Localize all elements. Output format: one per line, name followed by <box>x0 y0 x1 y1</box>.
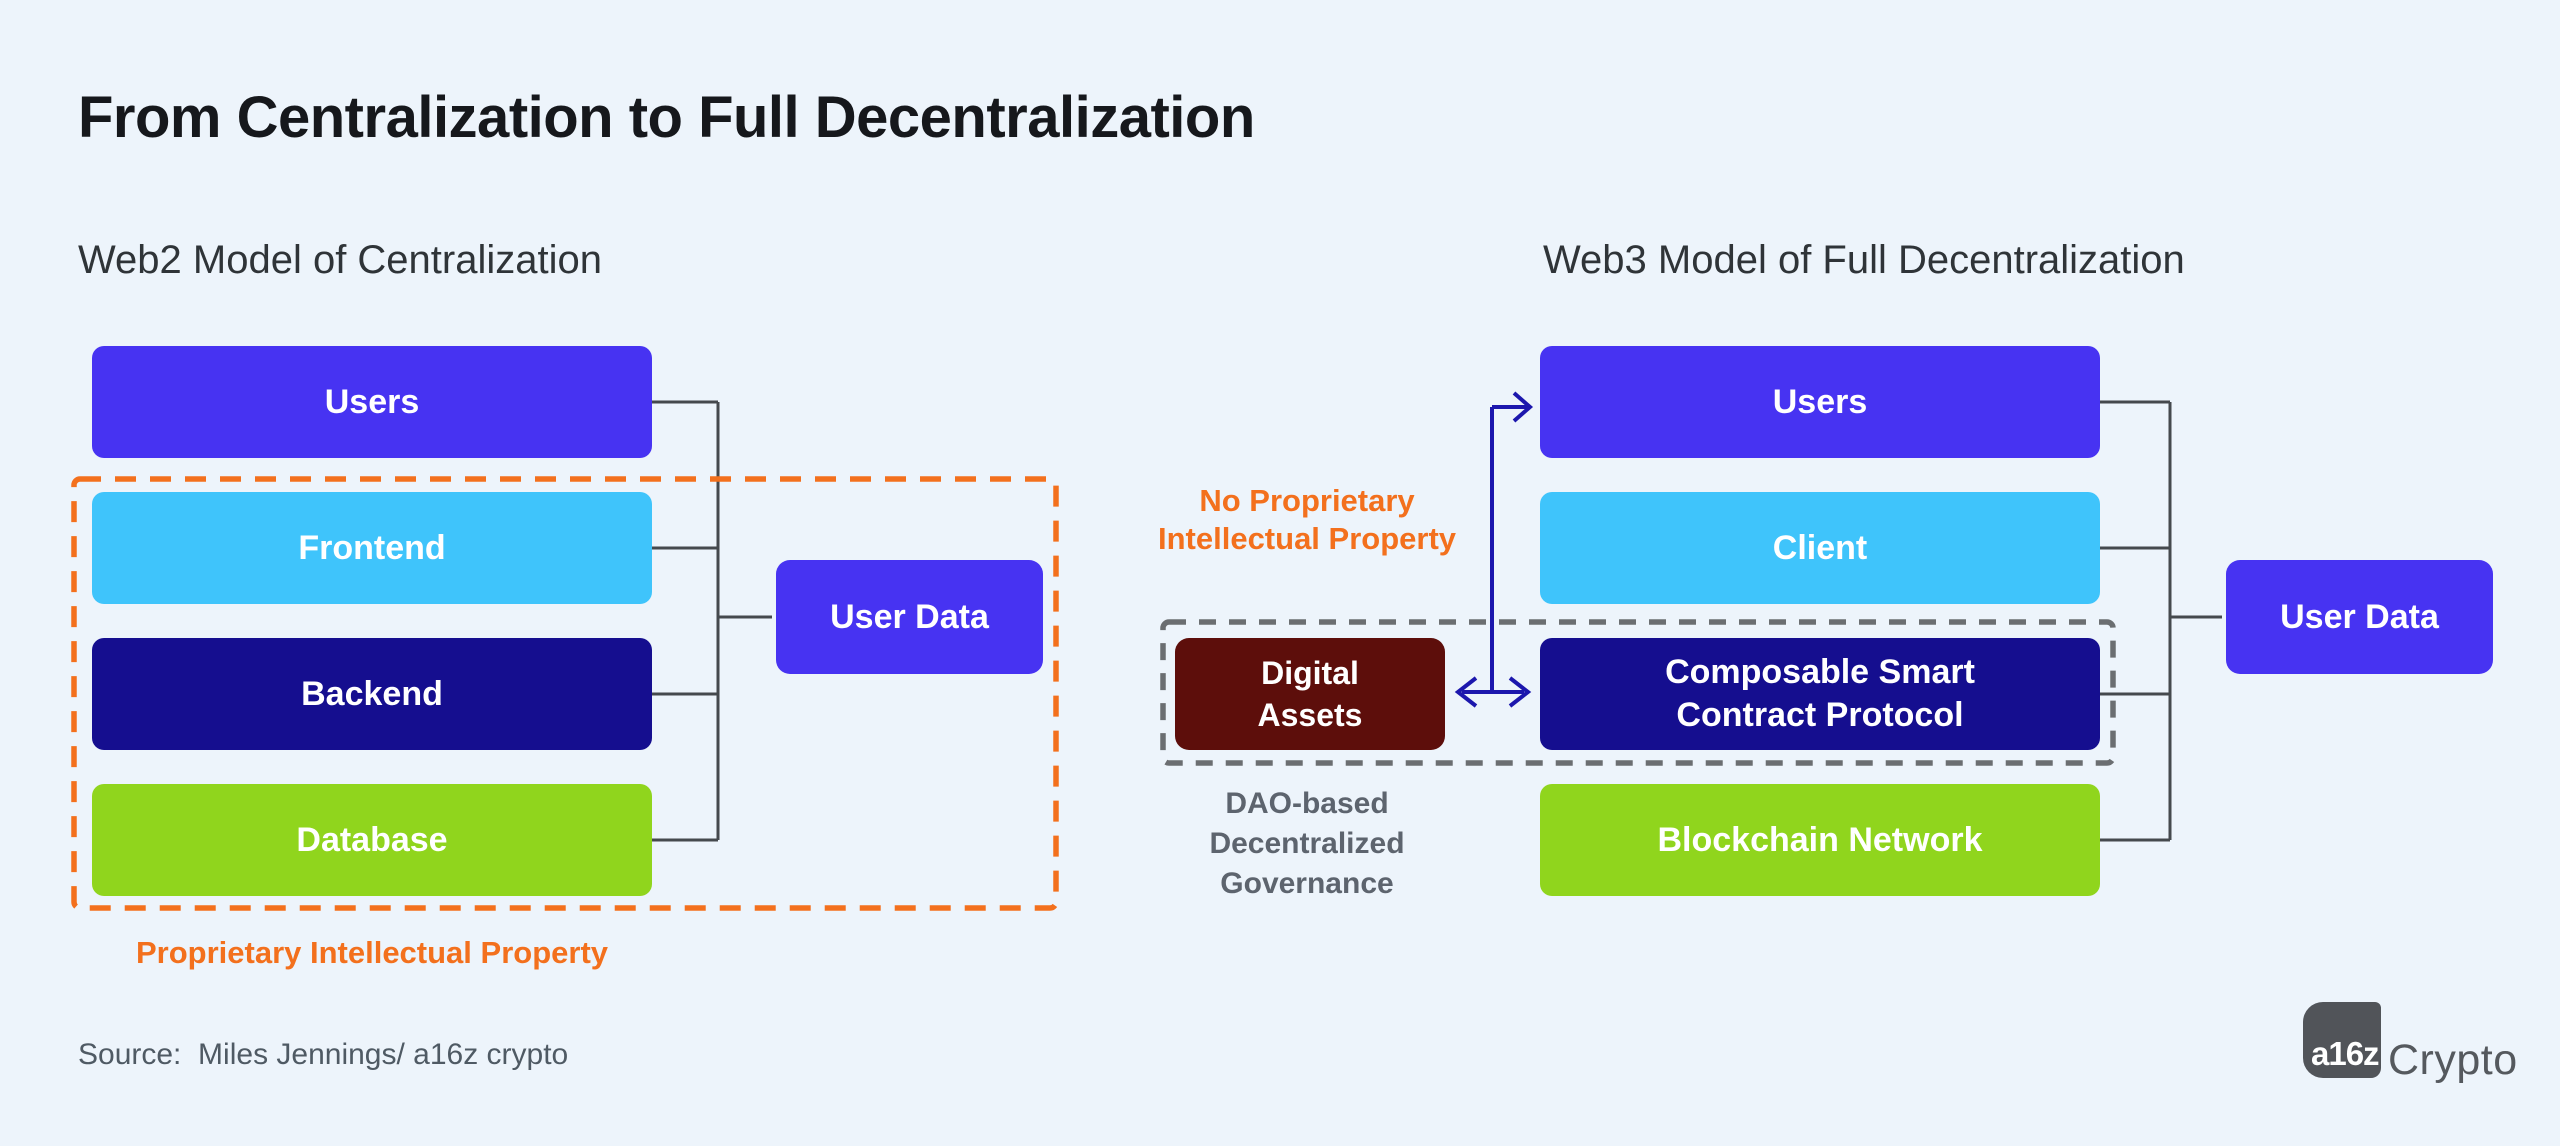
web2-user-data-box: User Data <box>776 560 1043 674</box>
web3-box-client: Client <box>1540 492 2100 604</box>
web3-box-blockchain-network: Blockchain Network <box>1540 784 2100 896</box>
proprietary-ip-dashed-box <box>71 476 1059 911</box>
arrowhead-to-protocol <box>1508 676 1532 708</box>
dao-governance-label: DAO-based Decentralized Governance <box>1209 787 1405 900</box>
a16z-logo-text: a16z <box>2311 1035 2380 1072</box>
web2-box-users: Users <box>92 346 652 458</box>
no-proprietary-ip-label: No Proprietary Intellectual Property <box>1157 483 1457 556</box>
web3-user-data-box: User Data <box>2226 560 2493 674</box>
web2-heading: Web2 Model of Centralization <box>78 238 602 282</box>
token-flow-arrows <box>1454 391 1534 708</box>
arrowhead-to-users <box>1512 391 1534 423</box>
web2-box-backend: Backend <box>92 638 652 750</box>
source-credit: Source: Miles Jennings/ a16z crypto <box>78 1038 569 1071</box>
web3-digital-assets-box: Digital Assets <box>1175 638 1445 750</box>
web3-box-users: Users <box>1540 346 2100 458</box>
web3-bracket-lines <box>2100 400 2222 842</box>
web2-box-database: Database <box>92 784 652 896</box>
web3-box-smart-contract-protocol: Composable Smart Contract Protocol <box>1540 638 2100 750</box>
web3-heading: Web3 Model of Full Decentralization <box>1543 238 2185 282</box>
page-title: From Centralization to Full Decentraliza… <box>78 85 1255 150</box>
a16z-crypto-wordmark: Crypto <box>2388 1036 2518 1084</box>
arrowhead-to-digital-assets <box>1454 676 1478 708</box>
web2-bracket-lines <box>652 400 772 842</box>
web2-box-frontend: Frontend <box>92 492 652 604</box>
proprietary-ip-label: Proprietary Intellectual Property <box>135 935 609 970</box>
a16z-logo-mark: a16z <box>2303 1002 2381 1078</box>
